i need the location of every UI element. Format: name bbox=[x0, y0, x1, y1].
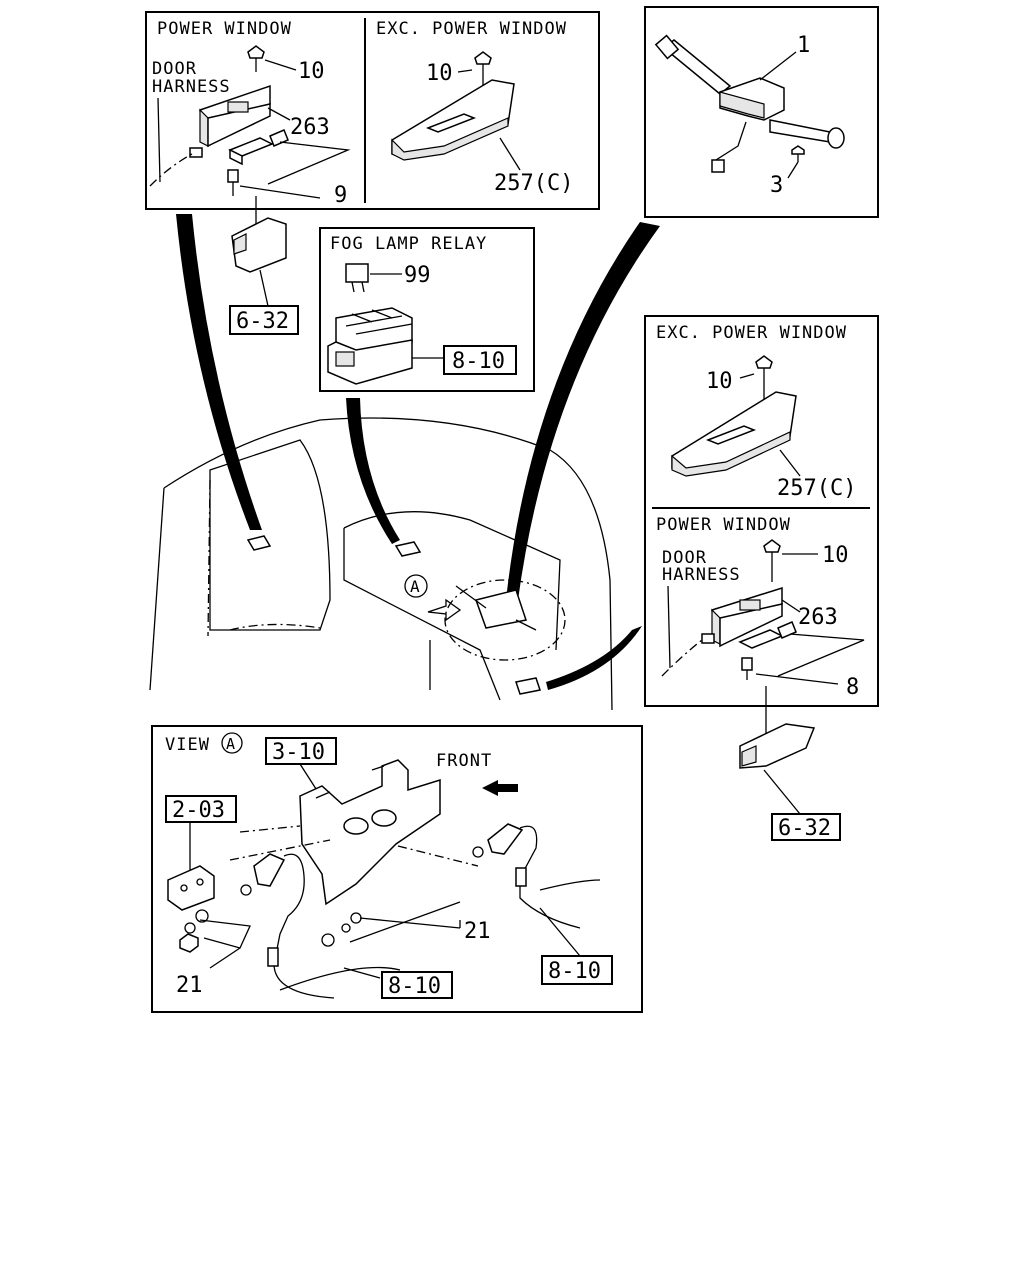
ref-8-10-view-left: 8-10 bbox=[388, 974, 441, 999]
ref-box bbox=[265, 737, 337, 765]
ref-8-10-relay: 8-10 bbox=[452, 349, 505, 374]
callout-3: 3 bbox=[770, 173, 783, 198]
door-harness-label-1: DOOR bbox=[662, 548, 707, 568]
callout-257c: 257(C) bbox=[777, 476, 856, 501]
callout-21-right: 21 bbox=[464, 919, 491, 944]
view-a-circle-icon bbox=[221, 732, 243, 754]
panel-combination-switch: 1 3 bbox=[644, 6, 879, 218]
ref-6-32-left: 6-32 bbox=[236, 309, 289, 334]
sensor-switch-icon bbox=[253, 853, 335, 999]
screw-icon bbox=[791, 145, 805, 162]
window-switch-icon bbox=[199, 84, 271, 148]
ref-8-10-view-right: 8-10 bbox=[548, 959, 601, 984]
ref-2-03: 2-03 bbox=[172, 798, 225, 823]
leader-arc-right bbox=[546, 626, 642, 690]
callout-10: 10 bbox=[426, 61, 453, 86]
panel-power-window-left: POWER WINDOW DOOR HARNESS 10 263 9 bbox=[145, 11, 600, 210]
screw-icon bbox=[474, 51, 492, 102]
callout-10: 10 bbox=[298, 59, 325, 84]
relay-icon bbox=[345, 263, 369, 293]
callout-257c: 257(C) bbox=[494, 171, 573, 196]
panel-fog-lamp-relay: FOG LAMP RELAY 99 8-10 bbox=[319, 227, 535, 392]
ref-box bbox=[381, 971, 453, 999]
exc-power-window-title: EXC. POWER WINDOW bbox=[656, 323, 847, 343]
callout-10: 10 bbox=[822, 543, 849, 568]
ref-box bbox=[229, 305, 299, 335]
bolt-icon bbox=[227, 169, 239, 196]
ref-box bbox=[771, 813, 841, 841]
switch-panel-icon bbox=[391, 79, 515, 161]
relay-icon bbox=[394, 541, 422, 557]
connector-icon bbox=[189, 147, 203, 158]
ref-3-10: 3-10 bbox=[272, 740, 325, 765]
combination-switch-icon bbox=[654, 34, 845, 173]
callout-263: 263 bbox=[798, 605, 838, 630]
bolt-icon bbox=[741, 657, 753, 680]
relay-box-icon bbox=[327, 307, 413, 385]
door-harness-label-1: DOOR bbox=[152, 59, 197, 79]
view-a-marker-icon bbox=[404, 574, 428, 598]
callout-21-left: 21 bbox=[176, 973, 203, 998]
dashboard-scene: A bbox=[149, 417, 613, 711]
callout-263: 263 bbox=[290, 115, 330, 140]
combination-switch-icon bbox=[475, 589, 527, 629]
panel-power-window-right: EXC. POWER WINDOW 10 257(C) POWER WINDOW… bbox=[644, 315, 879, 707]
window-switch-icon bbox=[515, 677, 541, 695]
nut-icon bbox=[179, 933, 199, 953]
arrow-icon bbox=[427, 598, 462, 622]
callout-99: 99 bbox=[404, 263, 431, 288]
ref-6-32-right: 6-32 bbox=[778, 816, 831, 841]
bracket-icon bbox=[738, 621, 797, 649]
panel-frame bbox=[644, 315, 879, 707]
callout-10: 10 bbox=[706, 369, 733, 394]
front-label: FRONT bbox=[436, 751, 492, 771]
callout-9: 9 bbox=[334, 183, 347, 208]
view-a-marker: A bbox=[410, 577, 420, 596]
mount-bracket-icon bbox=[167, 865, 215, 911]
window-switch-icon bbox=[246, 535, 272, 551]
steering-bracket-icon bbox=[299, 759, 441, 906]
leader-arc-switch bbox=[506, 222, 660, 600]
sensor-switch-icon bbox=[487, 823, 581, 929]
leader-arc-relay bbox=[346, 398, 400, 544]
connector-icon bbox=[701, 633, 715, 644]
power-window-title: POWER WINDOW bbox=[157, 19, 292, 39]
bracket-icon bbox=[228, 129, 289, 166]
screw-icon bbox=[763, 539, 781, 582]
view-a-title: VIEW bbox=[165, 735, 210, 755]
bracket-6-32-right: 6-32 bbox=[739, 686, 841, 841]
door-harness-label-2: HARNESS bbox=[152, 77, 231, 97]
ref-box bbox=[443, 345, 517, 375]
callout-1: 1 bbox=[797, 33, 810, 58]
fog-lamp-relay-title: FOG LAMP RELAY bbox=[330, 234, 487, 254]
ref-box bbox=[541, 955, 613, 985]
view-a-letter: A bbox=[226, 735, 235, 753]
exc-power-window-title: EXC. POWER WINDOW bbox=[376, 19, 567, 39]
door-harness-label-2: HARNESS bbox=[662, 565, 741, 585]
ref-box bbox=[165, 795, 237, 823]
leader-arc-left bbox=[176, 214, 262, 530]
callout-8: 8 bbox=[846, 675, 859, 700]
window-switch-icon bbox=[711, 586, 783, 648]
screw-icon bbox=[247, 45, 265, 72]
power-window-title: POWER WINDOW bbox=[656, 515, 791, 535]
switch-panel-icon bbox=[671, 391, 797, 477]
bracket-6-32-left: 6-32 bbox=[229, 196, 299, 335]
front-arrow-icon bbox=[482, 780, 518, 796]
panel-view-a: VIEW A 3-10 FRONT 2-03 bbox=[151, 725, 643, 1013]
